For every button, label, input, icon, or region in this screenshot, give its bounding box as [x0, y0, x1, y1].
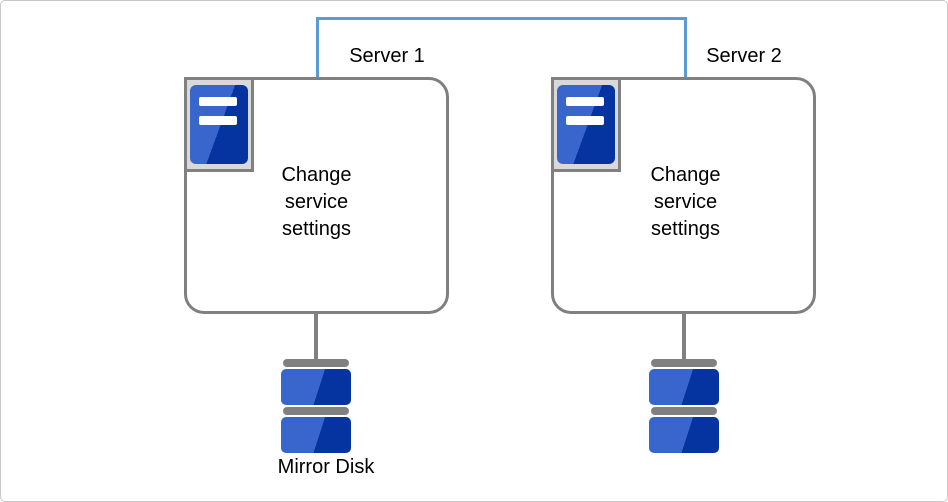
server2-disk-connector: [682, 312, 686, 361]
server2-icon-frame: [551, 77, 621, 172]
disk-icon: [281, 359, 351, 453]
server1-icon-frame: [184, 77, 254, 172]
disk-cap-top: [651, 359, 717, 367]
network-link-left-drop: [316, 17, 319, 78]
server-icon-slot-top: [199, 97, 237, 106]
disk-cap-middle: [651, 407, 717, 415]
server-icon: [190, 85, 248, 164]
disk-platter-lower: [649, 417, 719, 453]
disk-platter-upper: [649, 369, 719, 405]
mirror-disk-label: Mirror Disk: [277, 456, 375, 478]
disk-platter-lower: [281, 417, 351, 453]
disk-platter-upper: [281, 369, 351, 405]
disk-icon: [649, 359, 719, 453]
network-link-horizontal: [316, 17, 687, 20]
network-link-right-drop: [684, 17, 687, 78]
server1-body-text: Change service settings: [281, 164, 352, 240]
server2-label: Server 2: [706, 45, 782, 67]
server2-body-text: Change service settings: [650, 164, 721, 240]
server1-disk-connector: [314, 312, 318, 361]
server-icon-slot-bottom: [566, 116, 604, 125]
disk-cap-middle: [283, 407, 349, 415]
disk-cap-top: [283, 359, 349, 367]
server-icon: [557, 85, 615, 164]
server-icon-slot-bottom: [199, 116, 237, 125]
server-icon-slot-top: [566, 97, 604, 106]
server1-label: Server 1: [349, 45, 425, 67]
